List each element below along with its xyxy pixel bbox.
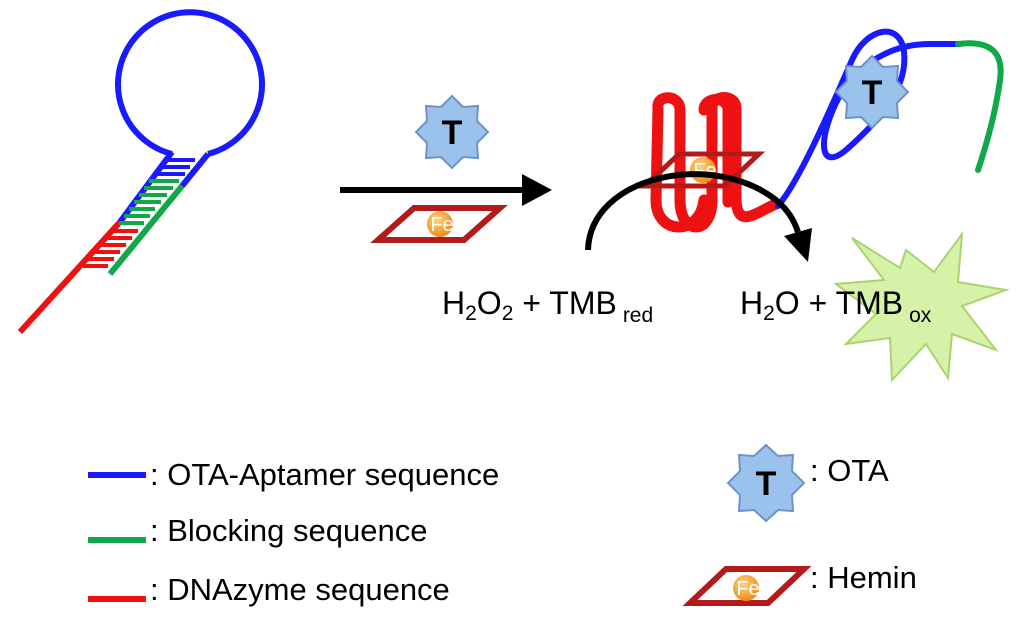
bound-ota-icon: T	[834, 54, 910, 130]
aptamer-strand-right	[179, 152, 211, 188]
legend-hemin-label: : Hemin	[810, 560, 917, 595]
legend-dnazyme-label: : DNAzyme sequence	[150, 572, 450, 607]
ota-glyph: T	[442, 114, 463, 152]
ota-icon: T	[414, 94, 490, 170]
reaction-arrow	[340, 174, 552, 206]
g-quadruplex-strand	[650, 92, 782, 233]
legend-aptamer-label: : OTA-Aptamer sequence	[150, 457, 499, 492]
hemin-glyph: Fe	[430, 214, 453, 236]
color-burst-icon	[833, 230, 1010, 383]
legend-blocking-label: : Blocking sequence	[150, 513, 427, 548]
dnazyme-strand	[17, 219, 123, 335]
hemin-icon: Fe	[370, 205, 508, 243]
bound-ota-glyph: T	[862, 74, 883, 112]
legend-ota-label: : OTA	[810, 453, 889, 488]
g-quadruplex: Fe	[638, 92, 782, 233]
blocking-base-pairs	[119, 179, 179, 225]
blocking-released-strand	[955, 40, 1004, 173]
hemin-in-quadruplex-glyph: Fe	[693, 160, 716, 182]
legend-hemin-glyph: Fe	[736, 578, 759, 600]
legend-ota-icon: T	[726, 443, 806, 523]
aptamer-ota-complex: T	[775, 28, 1004, 209]
hairpin-probe	[17, 9, 265, 335]
legend-hemin-icon: Fe	[682, 566, 812, 606]
legend-ota-glyph: T	[756, 465, 777, 503]
blocking-strand	[107, 184, 185, 276]
legend: : OTA-Aptamer sequence : Blocking sequen…	[88, 443, 917, 607]
aptamer-base-pairs	[155, 158, 195, 176]
catalysis-arrow	[585, 171, 812, 262]
dnazyme-base-pairs	[83, 229, 138, 268]
aptamer-loop	[115, 9, 265, 157]
